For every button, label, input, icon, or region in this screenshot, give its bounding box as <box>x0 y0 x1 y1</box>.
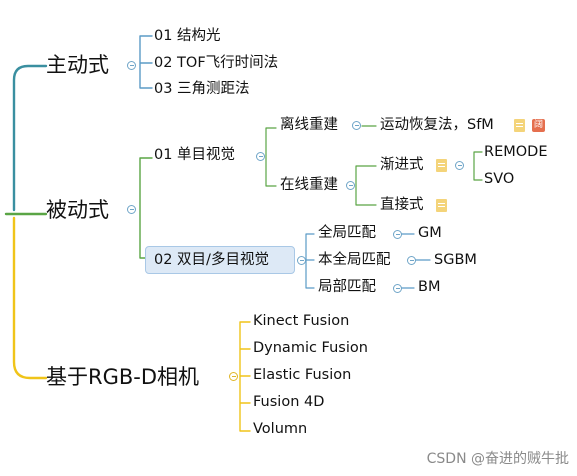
collapse-passive-icon[interactable] <box>127 205 136 214</box>
collapse-active-icon[interactable] <box>127 61 136 70</box>
node-svo[interactable]: SVO <box>484 171 515 187</box>
node-passive[interactable]: 被动式 <box>46 198 109 222</box>
connector-stereo <box>305 233 315 289</box>
node-active-item[interactable]: 02 TOF飞行时间法 <box>154 55 279 71</box>
node-progressive[interactable]: 渐进式 <box>380 157 424 173</box>
node-rgbd-item[interactable]: Elastic Fusion <box>253 367 352 383</box>
selected-node-highlight <box>145 246 295 274</box>
node-rgbd-item[interactable]: Dynamic Fusion <box>253 340 368 356</box>
connector-passive <box>139 157 153 259</box>
connector-online <box>355 165 377 206</box>
node-stereo-algo[interactable]: GM <box>418 225 442 241</box>
node-stereo-method[interactable]: 本全局匹配 <box>318 252 391 268</box>
node-rgbd-item[interactable]: Fusion 4D <box>253 394 325 410</box>
collapse-online-icon[interactable] <box>346 181 355 190</box>
node-direct[interactable]: 直接式 <box>380 197 424 213</box>
collapse-sgbm-icon[interactable] <box>407 256 416 265</box>
connector-active <box>139 35 153 89</box>
node-stereo[interactable]: 02 双目/多目视觉 <box>154 252 269 268</box>
collapse-progressive-icon[interactable] <box>455 161 464 170</box>
node-stereo-method[interactable]: 局部匹配 <box>318 279 376 295</box>
note-icon[interactable] <box>436 159 447 172</box>
tag-icon[interactable]: 阔 <box>532 119 545 132</box>
node-remode[interactable]: REMODE <box>484 144 548 160</box>
node-stereo-method[interactable]: 全局匹配 <box>318 225 376 241</box>
node-stereo-algo[interactable]: BM <box>418 279 441 295</box>
collapse-mono-icon[interactable] <box>256 152 265 161</box>
connector-mono <box>265 127 277 187</box>
node-rgbd[interactable]: 基于RGB-D相机 <box>46 365 200 389</box>
node-active-item[interactable]: 03 三角测距法 <box>154 81 250 97</box>
collapse-rgbd-icon[interactable] <box>229 372 238 381</box>
node-offline[interactable]: 离线重建 <box>280 117 338 133</box>
node-active[interactable]: 主动式 <box>46 53 109 77</box>
note-icon[interactable] <box>436 199 447 212</box>
node-mono[interactable]: 01 单目视觉 <box>154 147 236 163</box>
node-online[interactable]: 在线重建 <box>280 177 338 193</box>
collapse-gm-icon[interactable] <box>393 230 402 239</box>
note-icon[interactable] <box>514 119 525 132</box>
node-rgbd-item[interactable]: Volumn <box>253 421 308 437</box>
connector-root-rgbd <box>12 216 48 380</box>
connector-rgbd <box>239 321 251 432</box>
watermark: CSDN @奋进的贼牛批 <box>426 451 569 467</box>
collapse-offline-icon[interactable] <box>352 121 361 130</box>
connector-progressive <box>473 151 483 181</box>
node-rgbd-item[interactable]: Kinect Fusion <box>253 313 350 329</box>
node-stereo-algo[interactable]: SGBM <box>434 252 477 268</box>
collapse-stereo-icon[interactable] <box>297 256 306 265</box>
node-sfm[interactable]: 运动恢复法，SfM <box>380 117 494 133</box>
connector-root <box>12 64 48 212</box>
node-active-item[interactable]: 01 结构光 <box>154 28 221 44</box>
collapse-bm-icon[interactable] <box>393 284 402 293</box>
